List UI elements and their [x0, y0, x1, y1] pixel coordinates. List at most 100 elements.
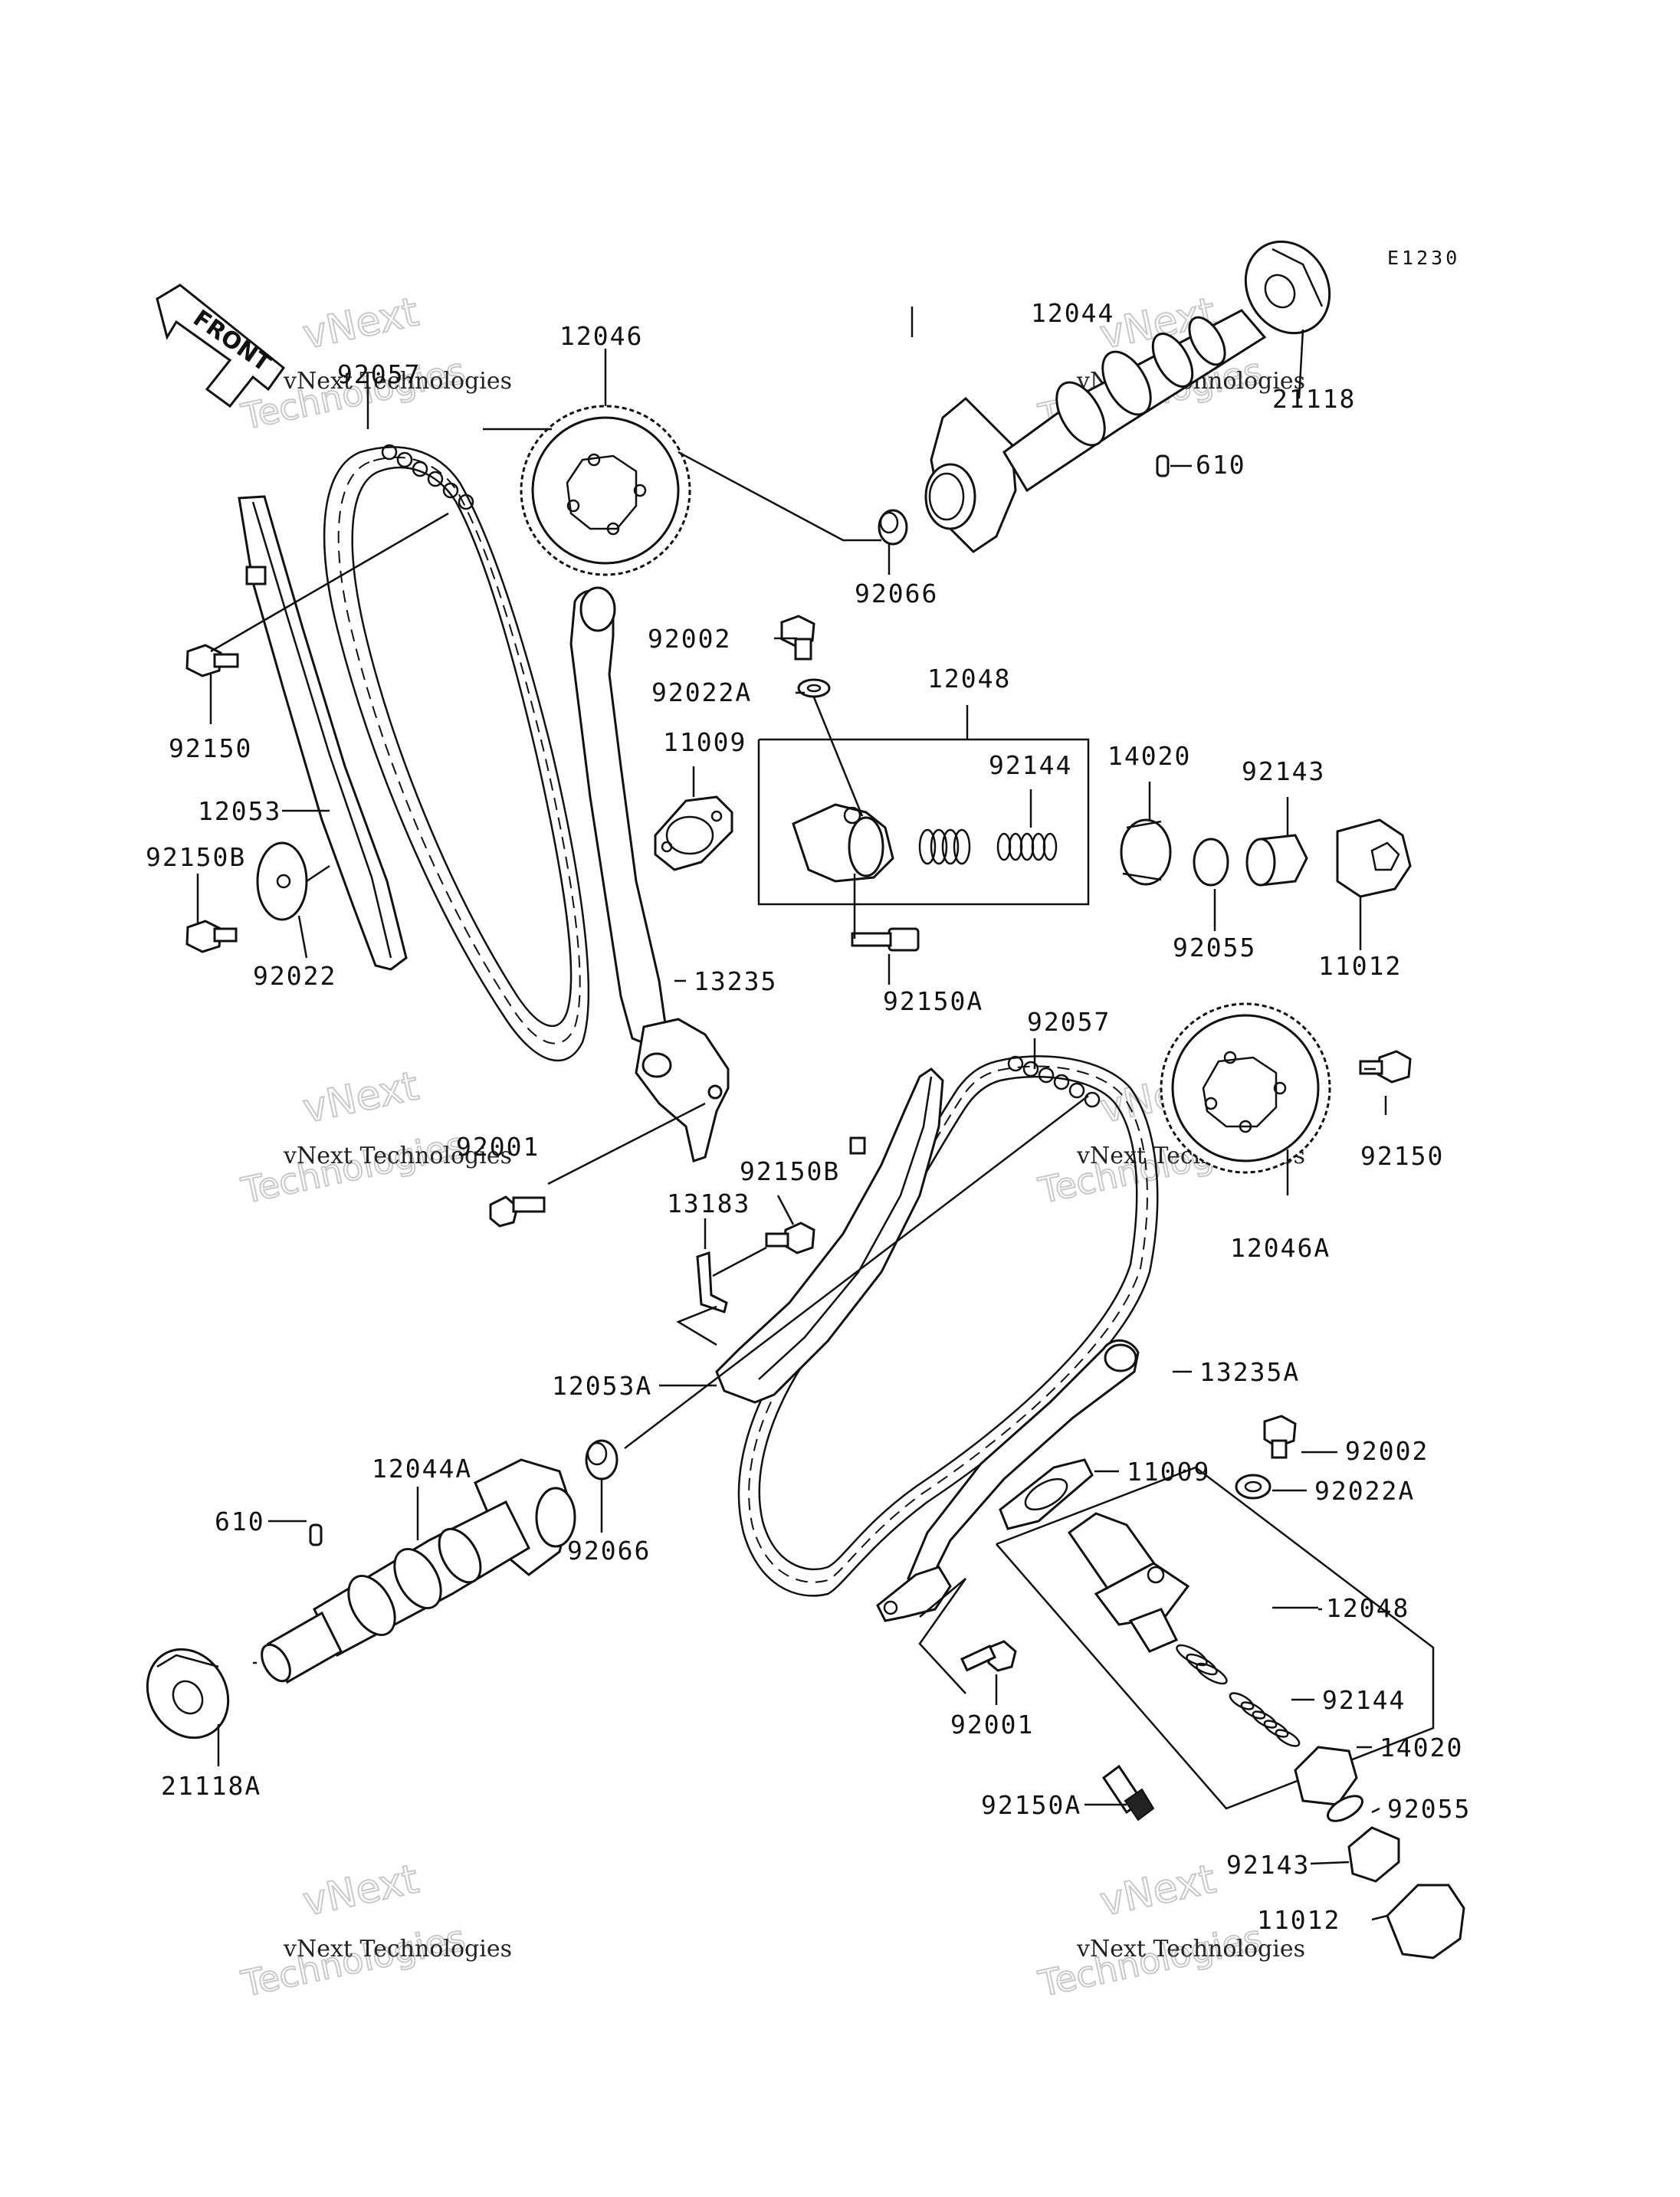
- bolt-92150B-left: [185, 920, 238, 953]
- label-92066-bottom: 92066: [567, 1536, 651, 1566]
- nut-14020-top: [1120, 818, 1172, 886]
- diagram-code: E1230: [1387, 247, 1460, 269]
- part-labels: 12046 92057 12044 21118 610 92066 92002 …: [146, 298, 1471, 1935]
- plate-21118A: [146, 1648, 230, 1740]
- tensioner-guide-13235: [569, 586, 730, 1162]
- label-92144-top: 92144: [989, 750, 1072, 780]
- bushing-92066-top: [878, 509, 908, 546]
- label-92022A-top: 92022A: [651, 677, 752, 707]
- tensioner-guide-13235A: [876, 1339, 1140, 1622]
- svg-text:vNext: vNext: [299, 1063, 422, 1132]
- label-21118A: 21118A: [161, 1771, 261, 1801]
- label-92150A-bottom: 92150A: [981, 1790, 1081, 1820]
- nut-14020-bottom: [1294, 1746, 1358, 1806]
- bolt-92002-bottom: [1263, 1415, 1297, 1459]
- label-92001-bottom: 92001: [950, 1710, 1034, 1740]
- bolt-92150-left: [185, 644, 239, 677]
- chain-guide-12053A: [715, 1067, 944, 1404]
- label-92001-top: 92001: [456, 1132, 540, 1162]
- cap-11012-top: [1336, 818, 1412, 898]
- gasket-11009-bottom: [999, 1458, 1094, 1530]
- washer-92022A-bottom: [1235, 1474, 1271, 1500]
- label-92150-right: 92150: [1360, 1141, 1444, 1171]
- label-13235: 13235: [694, 966, 777, 996]
- label-21118: 21118: [1272, 384, 1356, 414]
- label-92066-top: 92066: [855, 579, 938, 608]
- collar-92143-top: [1245, 834, 1308, 887]
- label-92002-bottom: 92002: [1345, 1436, 1429, 1466]
- label-92057-mid: 92057: [1027, 1007, 1111, 1037]
- bushing-92066-bottom: [585, 1439, 619, 1481]
- label-11009-bottom: 11009: [1127, 1457, 1210, 1487]
- label-92022: 92022: [253, 961, 336, 991]
- bolt-92150-right: [1359, 1050, 1412, 1084]
- label-610-top: 610: [1196, 450, 1246, 480]
- washer-92022: [256, 841, 308, 921]
- camshaft-12044: [924, 309, 1267, 553]
- camshaft-12044A: [261, 1458, 576, 1684]
- bolt-92001-top: [489, 1195, 546, 1228]
- bolt-92150A-bottom: [1101, 1764, 1155, 1822]
- washer-92022A-top: [797, 678, 831, 698]
- label-12053: 12053: [198, 796, 281, 826]
- bolt-92150A-top: [851, 927, 920, 952]
- pin-610-bottom: [309, 1523, 323, 1546]
- watermark-bottom-left: vNext Technologies vNext Technologies: [237, 1855, 512, 2005]
- label-92022A-bottom: 92022A: [1314, 1476, 1415, 1506]
- pin-610-top: [1156, 454, 1170, 477]
- label-13183: 13183: [667, 1189, 750, 1218]
- label-92144-bottom: 92144: [1322, 1685, 1406, 1715]
- sprocket-12046A: [1160, 1002, 1331, 1174]
- label-14020-top: 14020: [1107, 741, 1191, 771]
- tensioner-box-12048-bottom: [996, 1466, 1435, 1810]
- label-12048-bottom: 12048: [1326, 1593, 1409, 1623]
- label-11009-top: 11009: [663, 727, 746, 757]
- label-11012-top: 11012: [1318, 951, 1402, 981]
- label-92143-bottom: 92143: [1226, 1850, 1310, 1880]
- collar-92143-bottom: [1347, 1826, 1400, 1883]
- front-arrow-icon: FRONT: [156, 284, 286, 408]
- chain-guide-12053: [238, 495, 408, 971]
- bolt-92001-bottom: [960, 1640, 1017, 1672]
- chain-links-icon: [381, 444, 474, 510]
- svg-text:vNext Technologies: vNext Technologies: [283, 1936, 512, 1963]
- svg-text:vNext Technologies: vNext Technologies: [283, 1143, 512, 1169]
- plate-21118: [1244, 240, 1331, 335]
- cap-11012-bottom: [1386, 1884, 1465, 1959]
- label-12048-top: 12048: [927, 664, 1011, 694]
- label-92143-top: 92143: [1242, 756, 1325, 786]
- label-92150B-mid: 92150B: [740, 1156, 840, 1186]
- cam-chain-top: [323, 444, 590, 1062]
- label-12046A: 12046A: [1230, 1233, 1331, 1263]
- chain-links-bottom-icon: [1007, 1055, 1101, 1108]
- sprocket-12046: [520, 405, 691, 576]
- label-92150B-left: 92150B: [146, 842, 246, 872]
- label-92150-left: 92150: [169, 733, 252, 763]
- svg-text:vNext: vNext: [299, 289, 422, 358]
- svg-text:vNext: vNext: [299, 1856, 422, 1925]
- label-13235A: 13235A: [1199, 1357, 1300, 1387]
- leader-lines: [196, 307, 1388, 1921]
- bolt-92150B-mid: [765, 1221, 815, 1254]
- gasket-11009-top: [654, 795, 733, 871]
- oring-92055-top: [1193, 838, 1229, 887]
- label-610-bottom: 610: [215, 1507, 265, 1536]
- svg-text:vNext: vNext: [1096, 1856, 1219, 1925]
- oring-92055-bottom: [1327, 1795, 1363, 1822]
- label-11012-bottom: 11012: [1257, 1905, 1340, 1935]
- label-12044: 12044: [1031, 298, 1114, 328]
- label-12046: 12046: [559, 321, 643, 351]
- bracket-13183: [696, 1251, 728, 1313]
- label-92055-bottom: 92055: [1387, 1794, 1471, 1824]
- svg-text:vNext Technologies: vNext Technologies: [283, 368, 512, 395]
- spring-92144-bottom-icon: [1176, 1644, 1301, 1747]
- tensioner-box-12048-top: [757, 738, 1090, 906]
- spring-92144-top-icon: [918, 828, 1058, 865]
- label-92150A-top: 92150A: [883, 986, 983, 1016]
- label-92055-top: 92055: [1173, 933, 1256, 962]
- label-92002-top: 92002: [648, 624, 731, 654]
- label-92057-top: 92057: [337, 359, 421, 389]
- label-12053A: 12053A: [552, 1371, 652, 1401]
- label-12044A: 12044A: [372, 1454, 472, 1484]
